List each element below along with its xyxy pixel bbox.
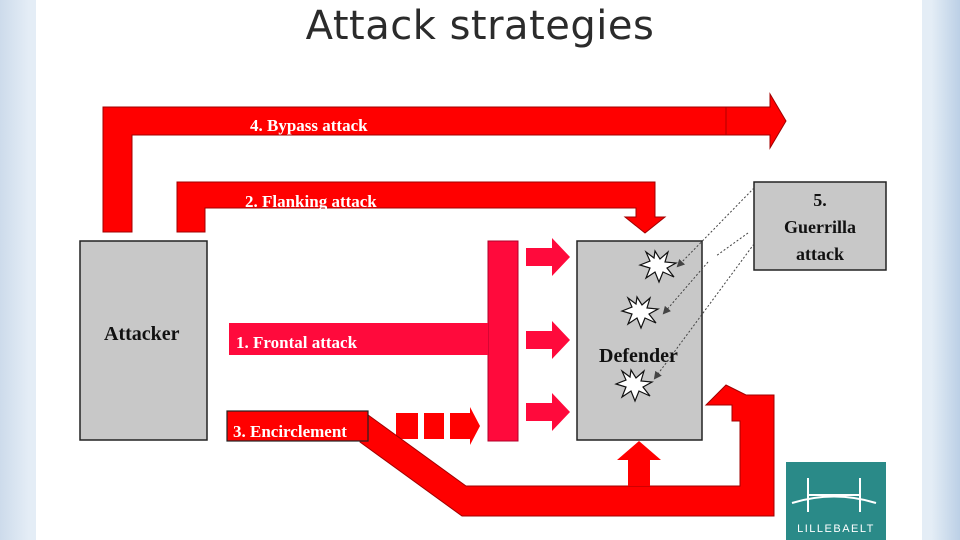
explosion-icon-3 — [614, 368, 654, 403]
frontal-label: 1. Frontal attack — [236, 333, 358, 352]
guerrilla-box — [753, 181, 887, 271]
slide-title: Attack strategies — [305, 3, 655, 49]
encirclement-dash-1 — [396, 413, 418, 439]
guerrilla-line-1 — [676, 187, 755, 268]
flanking-label: 2. Flanking attack — [245, 192, 377, 211]
encirclement-label: 3. Encirclement — [233, 422, 347, 441]
lillebaelt-logo: LILLEBAELT — [786, 462, 886, 540]
frontal-arrow-middle — [526, 321, 570, 359]
guerrilla-line-2 — [715, 232, 749, 257]
guerrilla-label-line-3: attack — [796, 244, 844, 264]
explosion-icon-1 — [638, 249, 678, 284]
frontal-barrier-bar — [487, 240, 519, 442]
encirclement-loop-arrow — [359, 384, 775, 517]
bypass-label: 4. Bypass attack — [250, 116, 368, 135]
guerrilla-label-line-1: 5. — [813, 190, 827, 210]
attacker-label: Attacker — [104, 323, 180, 345]
frontal-attack-band — [229, 323, 488, 355]
encirclement-up-arrow — [617, 441, 661, 486]
frontal-arrow-bottom — [526, 393, 570, 431]
bypass-arrow — [102, 92, 787, 233]
logo-text: LILLEBAELT — [797, 523, 875, 535]
encirclement-dash-3 — [450, 413, 470, 439]
encirclement-dash-arrow — [470, 407, 480, 445]
guerrilla-line-3 — [662, 261, 709, 315]
frontal-arrow-top — [526, 238, 570, 276]
explosion-icon-2 — [620, 295, 660, 330]
bridge-icon — [791, 478, 877, 512]
attacker-box — [79, 240, 208, 441]
defender-label: Defender — [599, 345, 678, 367]
encirclement-label-box — [226, 410, 369, 442]
flanking-arrow — [176, 181, 667, 234]
encirclement-dash-2 — [424, 413, 444, 439]
defender-box — [576, 240, 703, 441]
guerrilla-label-line-2: Guerrilla — [784, 217, 856, 237]
